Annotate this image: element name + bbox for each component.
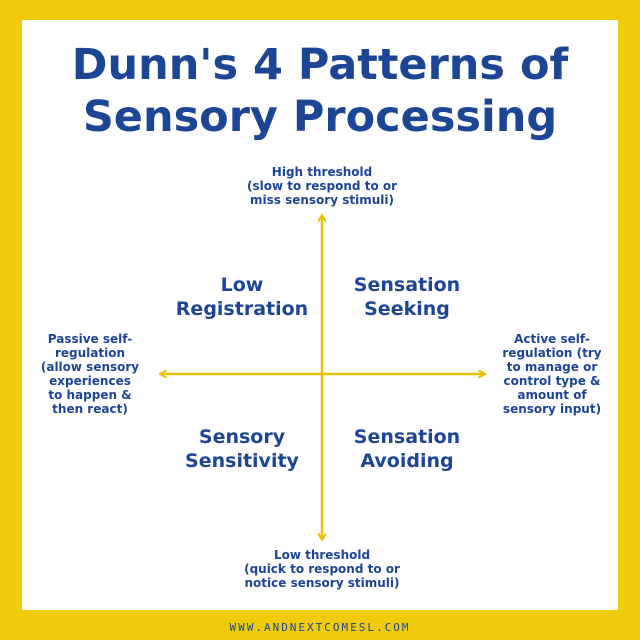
quadrant-sensory-sensitivity: Sensory Sensitivity <box>185 426 299 472</box>
axes <box>22 20 618 610</box>
quadrant-sensation-avoiding: Sensation Avoiding <box>353 426 461 472</box>
website-footer: WWW.ANDNEXTCOMESL.COM <box>229 621 411 634</box>
high-threshold-label: High threshold (slow to respond to or mi… <box>246 165 398 207</box>
active-self-regulation-label: Active self- regulation (try to manage o… <box>502 332 602 416</box>
title-line-1: Dunn's 4 Patterns of <box>71 40 569 90</box>
title-line-2: Sensory Processing <box>82 92 558 142</box>
low-threshold-label: Low threshold (quick to respond to or no… <box>244 548 400 590</box>
quadrant-low-registration: Low Registration <box>175 274 309 320</box>
diagram-card: Dunn's 4 Patterns of Sensory Processing … <box>22 20 618 610</box>
passive-self-regulation-label: Passive self- regulation (allow sensory … <box>40 332 140 416</box>
quadrant-sensation-seeking: Sensation Seeking <box>353 274 461 320</box>
